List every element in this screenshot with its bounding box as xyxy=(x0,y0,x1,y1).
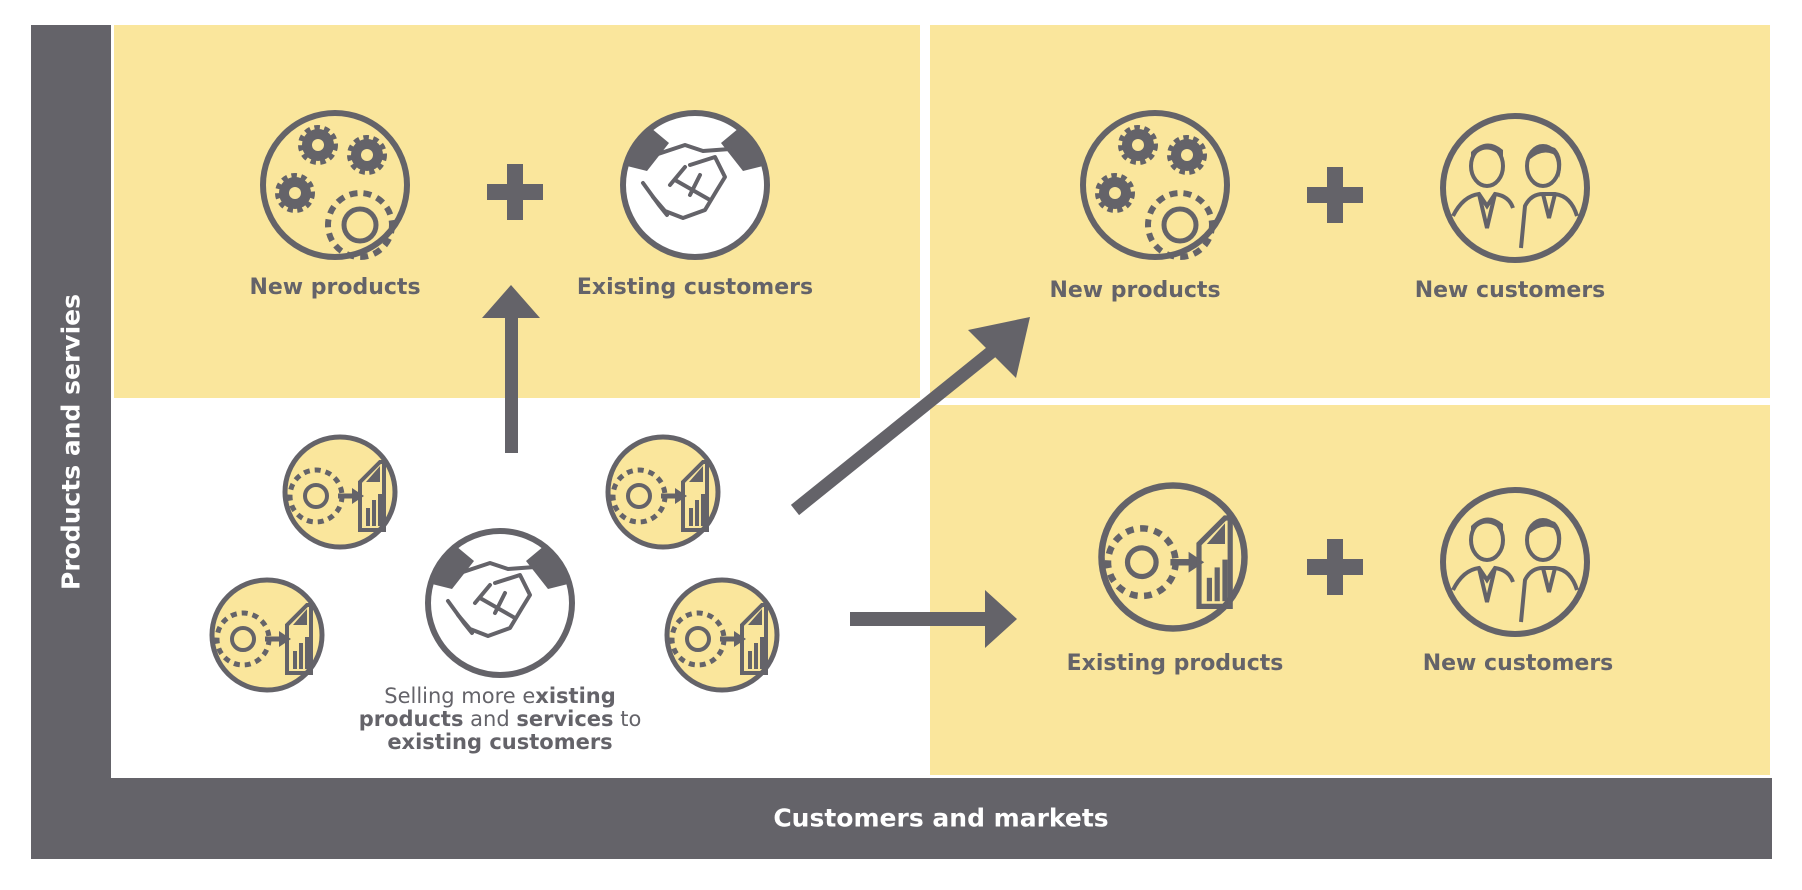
vertical-axis-bar xyxy=(31,25,111,859)
quadrant-bottom-right xyxy=(930,405,1770,775)
label-existing-customers-top-left: Existing customers xyxy=(576,275,814,300)
handshake-icon xyxy=(623,113,767,257)
label-new-customers-top-right: New customers xyxy=(1414,278,1606,303)
plus-icon xyxy=(1307,167,1363,223)
gears-icon xyxy=(263,113,407,257)
label-new-products-top-left: New products xyxy=(249,275,421,300)
gear-to-report-icon xyxy=(1102,486,1245,629)
gear-to-report-icon xyxy=(212,580,322,690)
two-people-icon xyxy=(1443,116,1587,260)
arrow-right-icon xyxy=(850,590,1017,648)
gear-to-report-icon xyxy=(608,437,718,547)
gears-icon xyxy=(1083,113,1227,257)
quadrant-top-right xyxy=(930,25,1770,398)
horizontal-axis-bar xyxy=(111,778,1772,859)
gear-to-report-icon xyxy=(667,580,777,690)
arrow-diagonal-icon xyxy=(790,317,1030,516)
plus-icon xyxy=(487,164,543,220)
handshake-icon xyxy=(428,531,572,675)
label-new-customers-bottom-right: New customers xyxy=(1422,651,1614,676)
horizontal-axis-label: Customers and markets xyxy=(773,803,1109,833)
label-existing-products-bottom-right: Existing products xyxy=(1066,651,1284,676)
bottom-left-caption: Selling more existing products and servi… xyxy=(358,684,642,754)
label-new-products-top-right: New products xyxy=(1049,278,1221,303)
plus-icon xyxy=(1307,539,1363,595)
two-people-icon xyxy=(1443,490,1587,634)
arrow-up-icon xyxy=(482,285,540,453)
gear-to-report-icon xyxy=(285,437,395,547)
